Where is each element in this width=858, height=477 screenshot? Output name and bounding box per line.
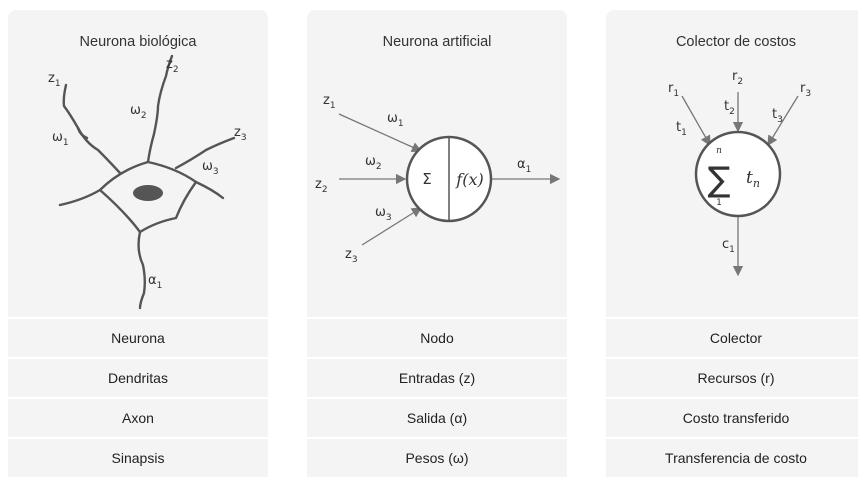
dendrite-z1 (62, 83, 122, 175)
label-c1: c1 (722, 237, 735, 255)
panel-title: Colector de costos (675, 34, 797, 50)
arrow-z3 (361, 207, 423, 246)
artificial-neuron-diagram: Σ f(x) z1 z2 z3 ω1 ω2 ω3 α1 (315, 93, 561, 265)
sum-upper: n (716, 146, 722, 156)
sum-term: tn (746, 168, 760, 190)
summation-symbol: ∑ (708, 160, 731, 200)
label-w1: ω1 (52, 130, 69, 148)
row-entradas: Entradas (z) (307, 359, 567, 397)
biological-neuron-diagram: z1 z2 z3 ω1 ω2 ω3 α1 (48, 54, 247, 310)
row-recursos: Recursos (r) (606, 359, 858, 397)
label-z1: z1 (323, 93, 336, 111)
label-z3: z3 (345, 247, 358, 265)
soma (98, 160, 198, 234)
dendrite-z2 (146, 54, 174, 164)
label-w1: ω1 (387, 111, 404, 129)
label-t3: t3 (772, 107, 783, 125)
label-w3: ω3 (202, 159, 219, 177)
panel-cost-collector: Colector de costos ∑ n 1 tn r1 r2 r3 t1 … (606, 10, 858, 477)
sum-lower: 1 (716, 198, 722, 208)
label-r1: r1 (668, 81, 679, 99)
label-t1: t1 (676, 120, 687, 138)
panel-title: Neurona artificial (382, 34, 492, 50)
dendrite-z3 (174, 136, 236, 170)
row-transferencia: Transferencia de costo (606, 439, 858, 477)
row-output-equivalent: Axon (8, 399, 268, 437)
cost-collector-diagram: ∑ n 1 tn r1 r2 r3 t1 t2 t3 c1 (668, 69, 811, 277)
label-w3: ω3 (375, 205, 392, 223)
panel-biological-neuron: Neurona biológica z1 z2 z3 ω1 ω2 ω3 α1 N… (8, 10, 268, 477)
axon (137, 230, 146, 310)
label-alpha1: α1 (517, 157, 531, 175)
label-z2: z2 (315, 177, 328, 195)
panel-header (8, 10, 268, 317)
label-alpha1: α1 (148, 273, 162, 291)
panel-artificial-neuron: Neurona artificial Σ f(x) z1 z2 z3 ω1 ω2… (307, 10, 567, 477)
row-pesos: Pesos (ω) (307, 439, 567, 477)
label-w2: ω2 (130, 103, 147, 121)
label-z3: z3 (234, 125, 247, 143)
panel-rows: Neurona Dendritas Axon Sinapsis (8, 317, 268, 477)
label-t2: t2 (724, 99, 735, 117)
nucleus (133, 185, 163, 201)
row-nodo-equivalent: Neurona (8, 319, 268, 357)
sum-symbol: Σ (422, 170, 431, 188)
row-costo-transferido: Costo transferido (606, 399, 858, 437)
label-z1: z1 (48, 71, 61, 89)
collector-circle (694, 130, 782, 218)
label-r2: r2 (732, 69, 743, 87)
function-label: f(x) (455, 170, 483, 189)
row-nodo: Nodo (307, 319, 567, 357)
row-colector: Colector (606, 319, 858, 357)
arrow-r1 (681, 95, 711, 147)
panel-rows: Nodo Entradas (z) Salida (α) Pesos (ω) (307, 317, 567, 477)
row-salida: Salida (α) (307, 399, 567, 437)
panel-rows: Colector Recursos (r) Costo transferido … (606, 317, 858, 477)
label-w2: ω2 (365, 154, 382, 172)
panel-title: Neurona biológica (79, 34, 197, 50)
row-weights-equivalent: Sinapsis (8, 439, 268, 477)
label-r3: r3 (800, 81, 811, 99)
row-inputs-equivalent: Dendritas (8, 359, 268, 397)
arrow-z1 (338, 113, 423, 152)
arrow-r3 (767, 95, 799, 147)
